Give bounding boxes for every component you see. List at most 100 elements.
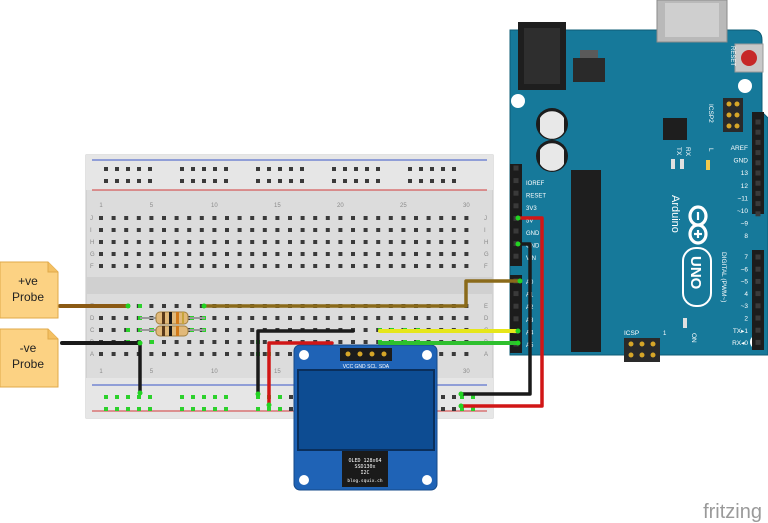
digital-pin-label: ~10 xyxy=(737,208,748,215)
breadboard-hole xyxy=(237,316,242,320)
breadboard-hole xyxy=(351,340,355,344)
connected-hole xyxy=(202,395,206,399)
oled-pin-label: VCC xyxy=(343,364,354,370)
breadboard-hole xyxy=(426,228,431,232)
breadboard-hole xyxy=(199,264,204,268)
breadboard-hole xyxy=(288,240,292,244)
header-pin xyxy=(755,266,761,272)
row-letter: J xyxy=(90,216,93,222)
breadboard-hole xyxy=(464,316,469,320)
positive-probe-label: +ve Probe xyxy=(0,261,59,319)
breadboard-hole xyxy=(212,240,217,244)
breadboard-hole xyxy=(325,252,330,256)
header-pin xyxy=(513,203,519,209)
wire-arduino-gnd xyxy=(459,242,532,396)
connected-hole xyxy=(115,407,119,411)
breadboard-hole xyxy=(237,264,242,268)
breadboard-hole xyxy=(338,216,343,220)
connected-hole xyxy=(267,407,271,411)
header-pin xyxy=(755,327,761,333)
breadboard-hole xyxy=(124,252,129,256)
breadboard-hole xyxy=(174,340,179,344)
row-letter: F xyxy=(90,264,94,270)
connected-hole xyxy=(460,407,464,411)
digital-pin-label: ~11 xyxy=(737,195,748,202)
header-pin xyxy=(755,211,761,217)
arduino-brand: Arduino xyxy=(669,195,681,233)
rail-hole xyxy=(278,167,282,171)
breadboard-hole xyxy=(225,340,229,344)
power-pin-label: GND xyxy=(526,244,540,250)
breadboard-hole xyxy=(288,252,292,256)
breadboard-hole xyxy=(439,252,444,256)
oled-chip-line4: blog.squix.ch xyxy=(347,478,383,484)
rail-hole xyxy=(224,167,228,171)
breadboard-hole xyxy=(313,316,318,320)
breadboard-hole xyxy=(351,252,355,256)
breadboard-hole xyxy=(250,252,255,256)
breadboard-hole xyxy=(225,240,229,244)
connected-hole xyxy=(213,395,217,399)
digital-pin-label: GND xyxy=(734,158,749,165)
breadboard-hole xyxy=(275,240,280,244)
connected-hole xyxy=(126,328,130,332)
header-pin xyxy=(755,150,761,156)
breadboard-hole xyxy=(313,216,318,220)
connected-hole xyxy=(471,407,475,411)
breadboard-hole xyxy=(451,264,456,268)
breadboard-hole xyxy=(237,328,242,332)
breadboard-hole xyxy=(363,228,368,232)
rail-hole xyxy=(430,179,434,183)
wire-oled-vcc xyxy=(267,341,334,407)
header-pin xyxy=(755,180,761,186)
header-pin xyxy=(755,190,761,196)
connected-hole xyxy=(471,395,475,399)
negative-probe-label: -ve Probe xyxy=(0,328,59,388)
header-pin xyxy=(513,291,519,297)
breadboard-hole xyxy=(136,240,141,244)
breadboard-hole xyxy=(275,316,280,320)
breadboard-hole xyxy=(212,316,217,320)
rail-hole xyxy=(148,179,152,183)
breadboard-hole xyxy=(401,316,406,320)
breadboard-hole xyxy=(225,216,229,220)
rail-hole xyxy=(191,167,195,171)
breadboard-hole xyxy=(338,252,343,256)
column-number: 15 xyxy=(274,369,281,375)
row-letter: A xyxy=(90,352,94,358)
breadboard-hole xyxy=(99,352,103,356)
breadboard-hole xyxy=(225,264,229,268)
breadboard-hole xyxy=(376,228,381,232)
wire-endpoints xyxy=(125,215,523,409)
header-pin xyxy=(513,303,519,309)
rail-hole xyxy=(343,179,347,183)
breadboard-hole xyxy=(111,328,116,332)
breadboard-hole xyxy=(325,228,330,232)
breadboard-hole xyxy=(338,316,343,320)
digital-pin-label: RX◂0 xyxy=(732,340,748,347)
connected-hole xyxy=(191,395,195,399)
connected-hole xyxy=(138,304,142,308)
breadboard-hole xyxy=(162,228,166,232)
breadboard-hole xyxy=(338,240,343,244)
breadboard-hole xyxy=(99,216,103,220)
oled-chip xyxy=(342,451,388,487)
row-letter: D xyxy=(484,316,489,322)
column-number: 1 xyxy=(99,203,103,209)
wire-oled-ground xyxy=(256,329,355,396)
arduino-logo xyxy=(688,205,708,245)
breadboard-hole xyxy=(199,340,204,344)
on-led xyxy=(683,318,687,328)
breadboard-hole xyxy=(439,352,444,356)
rail-hole xyxy=(115,179,119,183)
rail-hole xyxy=(419,167,423,171)
digital-label: DIGITAL (PWM~) xyxy=(720,252,727,302)
breadboard-hole xyxy=(111,228,116,232)
rail-hole xyxy=(452,167,456,171)
rail-hole xyxy=(408,179,412,183)
power-pin-label: GND xyxy=(526,231,540,237)
header-pin xyxy=(513,228,519,234)
